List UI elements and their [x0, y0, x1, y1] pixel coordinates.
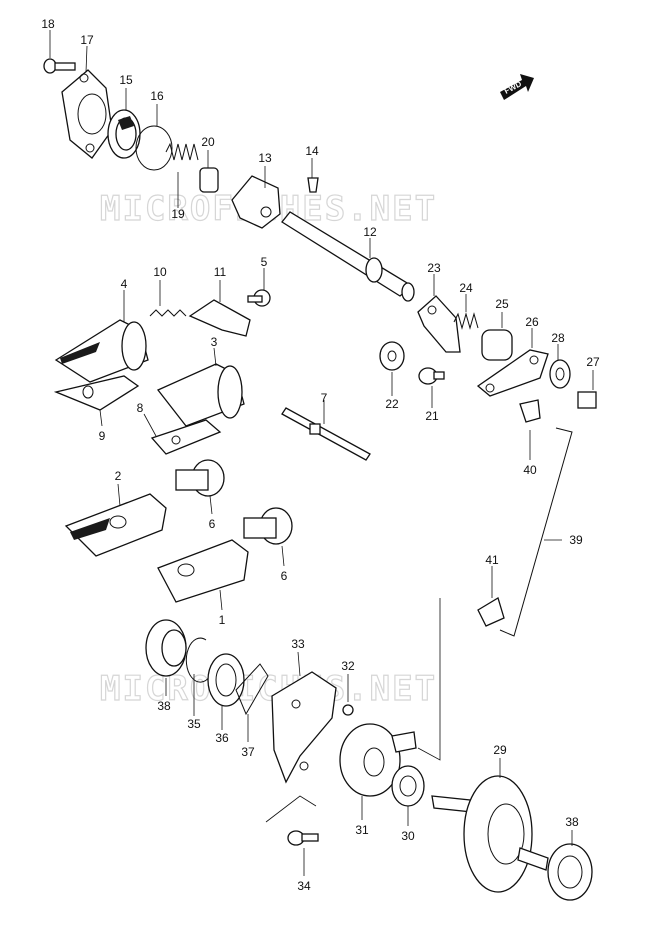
- part-clip-41: [477, 566, 505, 627]
- fwd-arrow-icon: FWD: [500, 74, 534, 100]
- callout-13: 13: [258, 151, 272, 165]
- callout-28: 28: [551, 331, 565, 345]
- callout-11: 11: [214, 265, 227, 279]
- callout-37: 37: [241, 745, 255, 759]
- part-circlip-35: [185, 637, 211, 716]
- callout-8: 8: [137, 401, 144, 415]
- callout-7: 7: [321, 391, 328, 405]
- callout-16: 16: [150, 89, 164, 103]
- callout-20: 20: [201, 135, 215, 149]
- callout-31: 31: [355, 823, 369, 837]
- callout-41: 41: [485, 553, 499, 567]
- part-washer-36: [207, 653, 245, 730]
- part-screw-34: [287, 830, 319, 876]
- callout-15: 15: [119, 73, 133, 87]
- callout-4: 4: [121, 277, 128, 291]
- callout-30: 30: [401, 829, 415, 843]
- part-oring-16: [135, 104, 173, 171]
- part-washer-28: [549, 344, 571, 389]
- callout-38b: 38: [565, 815, 579, 829]
- callout-22: 22: [385, 397, 399, 411]
- callout-3: 3: [211, 335, 218, 349]
- callout-32: 32: [341, 659, 355, 673]
- callout-6b: 6: [281, 569, 288, 583]
- part-lever-23: [417, 274, 461, 353]
- callout-21: 21: [425, 409, 439, 423]
- part-valve-3: [156, 347, 245, 427]
- part-dowel-32: [342, 674, 354, 716]
- part-cover-33: [271, 651, 337, 784]
- part-screw-21: [418, 367, 445, 408]
- callout-29: 29: [493, 743, 507, 757]
- callout-19: 19: [171, 207, 185, 221]
- callout-1: 1: [219, 613, 226, 627]
- part-valve-2: [64, 483, 167, 557]
- part-bearing-38a: [145, 619, 187, 696]
- callout-26: 26: [525, 315, 539, 329]
- part-spring-24: [453, 294, 479, 330]
- part-washer-22: [379, 341, 405, 396]
- part-collar-20: [199, 150, 219, 193]
- part-bolt-27: [577, 370, 597, 409]
- part-bracket-11: [188, 280, 251, 337]
- part-spring-10: [149, 280, 187, 317]
- callout-12: 12: [363, 225, 377, 239]
- part-screw-14: [307, 158, 319, 193]
- reference-line-rod: [417, 598, 441, 761]
- part-governor-13: [231, 166, 281, 229]
- part-plate-8: [143, 413, 222, 455]
- callout-27: 27: [586, 355, 600, 369]
- callout-33: 33: [291, 637, 305, 651]
- part-rod-39: [499, 427, 573, 637]
- callout-39: 39: [569, 533, 583, 547]
- callout-17: 17: [80, 33, 94, 47]
- callout-24: 24: [459, 281, 473, 295]
- part-clip-40: [519, 399, 541, 460]
- callout-9: 9: [99, 429, 106, 443]
- callout-35: 35: [187, 717, 201, 731]
- part-spring-19: [165, 142, 199, 208]
- part-shaft-12: [281, 211, 415, 302]
- part-housing-15: [107, 88, 141, 159]
- part-bearing-38b: [547, 830, 593, 901]
- part-bolt-18: [43, 30, 76, 74]
- callout-10: 10: [153, 265, 167, 279]
- watermark-bottom: MICROFICHES.NET: [100, 669, 437, 709]
- callout-5: 5: [261, 255, 268, 269]
- callout-40: 40: [523, 463, 537, 477]
- part-seal-30: [391, 765, 425, 826]
- callout-25: 25: [495, 297, 509, 311]
- callout-23: 23: [427, 261, 441, 275]
- callout-38a: 38: [157, 699, 171, 713]
- callout-14: 14: [305, 144, 319, 158]
- part-bolt-5: [247, 268, 271, 307]
- callout-36: 36: [215, 731, 229, 745]
- part-gasket-17: [61, 45, 113, 159]
- part-gear-29: [431, 758, 549, 893]
- part-sleeve-6a: [175, 459, 225, 515]
- part-valve-4: [54, 290, 149, 383]
- callout-2: 2: [115, 469, 122, 483]
- part-pin-7: [281, 400, 371, 461]
- part-plate-9: [53, 375, 140, 427]
- reference-line-cover: [265, 795, 317, 823]
- callout-34: 34: [297, 879, 311, 893]
- part-gear-31: [339, 723, 417, 820]
- callout-6a: 6: [209, 517, 216, 531]
- part-lever-26: [476, 328, 549, 397]
- part-bushing-25: [481, 312, 513, 361]
- callout-18: 18: [41, 17, 55, 31]
- part-valve-1: [157, 539, 249, 611]
- part-gasket-37: [235, 663, 269, 742]
- part-sleeve-6b: [243, 507, 293, 567]
